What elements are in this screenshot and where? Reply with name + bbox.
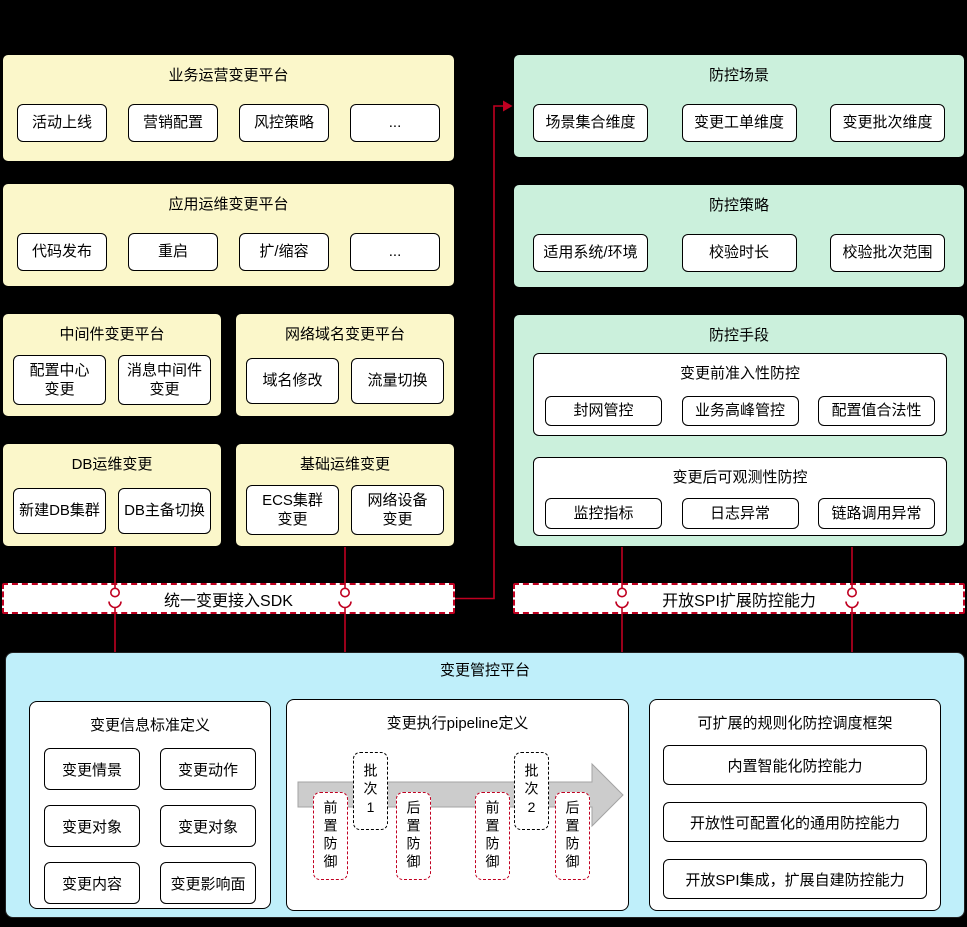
- item-box: 配置值合法性: [818, 396, 935, 426]
- item-box: 域名修改: [246, 358, 339, 404]
- panel-title: 业务运营变更平台: [168, 67, 289, 84]
- batch1-box: 批次1: [353, 752, 388, 830]
- panel-prevention-scenes: 防控场景 场景集合维度 变更工单维度 变更批次维度: [513, 54, 965, 158]
- item-box: 适用系统/环境: [533, 234, 648, 272]
- item-box: ...: [350, 233, 440, 271]
- item-box: 内置智能化防控能力: [663, 745, 927, 785]
- subpanel-change-info-standard: 变更信息标准定义 变更情景 变更动作 变更对象 变更对象 变更内容 变更影响面: [29, 701, 271, 909]
- panel-app-ops-change-platform: 应用运维变更平台 代码发布 重启 扩/缩容 ...: [2, 183, 455, 287]
- subpanel-post-change-check: 变更后可观测性防控 监控指标 日志异常 链路调用异常: [533, 457, 947, 536]
- item-box: 配置中心 变更: [13, 355, 106, 405]
- item-box: 活动上线: [17, 104, 107, 142]
- panel-business-change-platform: 业务运营变更平台 活动上线 营销配置 风控策略 ...: [2, 54, 455, 162]
- batch2-box: 批次2: [514, 752, 549, 830]
- panel-db-ops-change: DB运维变更 新建DB集群 DB主备切换: [2, 443, 222, 547]
- post-defense-box: 后置防御: [555, 792, 590, 880]
- item-box: 业务高峰管控: [681, 396, 799, 426]
- item-box: 风控策略: [239, 104, 329, 142]
- item-box: 流量切换: [351, 358, 444, 404]
- subpanel-pipeline-definition: 变更执行pipeline定义 前置防御 批次1 后置防御 前置防御 批次2 后置…: [286, 699, 629, 911]
- panel-title: 应用运维变更平台: [168, 196, 289, 213]
- bar-open-spi-extension: 开放SPI扩展防控能力: [513, 583, 965, 614]
- item-box: 扩/缩容: [239, 233, 329, 271]
- panel-title: 网络域名变更平台: [284, 326, 405, 343]
- item-box: 开放SPI集成，扩展自建防控能力: [663, 859, 927, 899]
- subpanel-title: 变更信息标准定义: [89, 717, 210, 734]
- panel-prevention-means: 防控手段 变更前准入性防控 封网管控 业务高峰管控 配置值合法性 变更后可观测性…: [513, 314, 965, 547]
- item-box: ECS集群 变更: [246, 485, 339, 535]
- item-box: 变更影响面: [160, 862, 256, 904]
- item-box: 变更对象: [160, 805, 256, 847]
- item-box: DB主备切换: [118, 488, 211, 534]
- item-box: 消息中间件 变更: [118, 355, 211, 405]
- panel-infra-ops-change: 基础运维变更 ECS集群 变更 网络设备 变更: [235, 443, 455, 547]
- item-box: 变更批次维度: [830, 104, 945, 142]
- item-box: 场景集合维度: [533, 104, 648, 142]
- panel-title: 防控场景: [708, 67, 769, 84]
- item-box: 变更情景: [44, 748, 140, 790]
- subpanel-title: 变更执行pipeline定义: [386, 715, 529, 732]
- item-box: 新建DB集群: [13, 488, 106, 534]
- subpanel-title: 变更前准入性防控: [679, 365, 800, 382]
- panel-title: 防控手段: [708, 327, 769, 344]
- panel-title: 中间件变更平台: [59, 326, 165, 343]
- item-box: 代码发布: [17, 233, 107, 271]
- panel-prevention-strategies: 防控策略 适用系统/环境 校验时长 校验批次范围: [513, 184, 965, 288]
- item-box: 网络设备 变更: [351, 485, 444, 535]
- subpanel-prevention-framework: 可扩展的规则化防控调度框架 内置智能化防控能力 开放性可配置化的通用防控能力 开…: [649, 699, 941, 911]
- pre-defense-box: 前置防御: [313, 792, 348, 880]
- flow-arrow-icon: [455, 100, 513, 600]
- subpanel-title: 可扩展的规则化防控调度框架: [697, 715, 893, 732]
- item-box: 开放性可配置化的通用防控能力: [663, 802, 927, 842]
- bar-label: 统一变更接入SDK: [164, 592, 293, 610]
- panel-change-control-platform: 变更管控平台 变更信息标准定义 变更情景 变更动作 变更对象 变更对象 变更内容…: [5, 652, 965, 918]
- item-box: ...: [350, 104, 440, 142]
- panel-middleware-change-platform: 中间件变更平台 配置中心 变更 消息中间件 变更: [2, 313, 222, 417]
- bar-label: 开放SPI扩展防控能力: [662, 592, 816, 610]
- item-box: 日志异常: [681, 498, 799, 529]
- panel-network-domain-change-platform: 网络域名变更平台 域名修改 流量切换: [235, 313, 455, 417]
- panel-title: 防控策略: [708, 197, 769, 214]
- item-box: 封网管控: [545, 396, 662, 426]
- bar-unified-change-sdk: 统一变更接入SDK: [2, 583, 455, 614]
- item-box: 变更动作: [160, 748, 256, 790]
- panel-title: DB运维变更: [71, 456, 153, 473]
- item-box: 营销配置: [128, 104, 218, 142]
- subpanel-title: 变更后可观测性防控: [672, 469, 808, 486]
- item-box: 链路调用异常: [818, 498, 935, 529]
- pre-defense-box: 前置防御: [475, 792, 510, 880]
- item-box: 重启: [128, 233, 218, 271]
- post-defense-box: 后置防御: [396, 792, 431, 880]
- item-box: 校验批次范围: [830, 234, 945, 272]
- item-box: 监控指标: [545, 498, 662, 529]
- item-box: 校验时长: [681, 234, 797, 272]
- panel-title: 变更管控平台: [439, 662, 530, 679]
- item-box: 变更工单维度: [681, 104, 797, 142]
- panel-title: 基础运维变更: [299, 456, 390, 473]
- item-box: 变更对象: [44, 805, 140, 847]
- subpanel-pre-change-check: 变更前准入性防控 封网管控 业务高峰管控 配置值合法性: [533, 353, 947, 436]
- item-box: 变更内容: [44, 862, 140, 904]
